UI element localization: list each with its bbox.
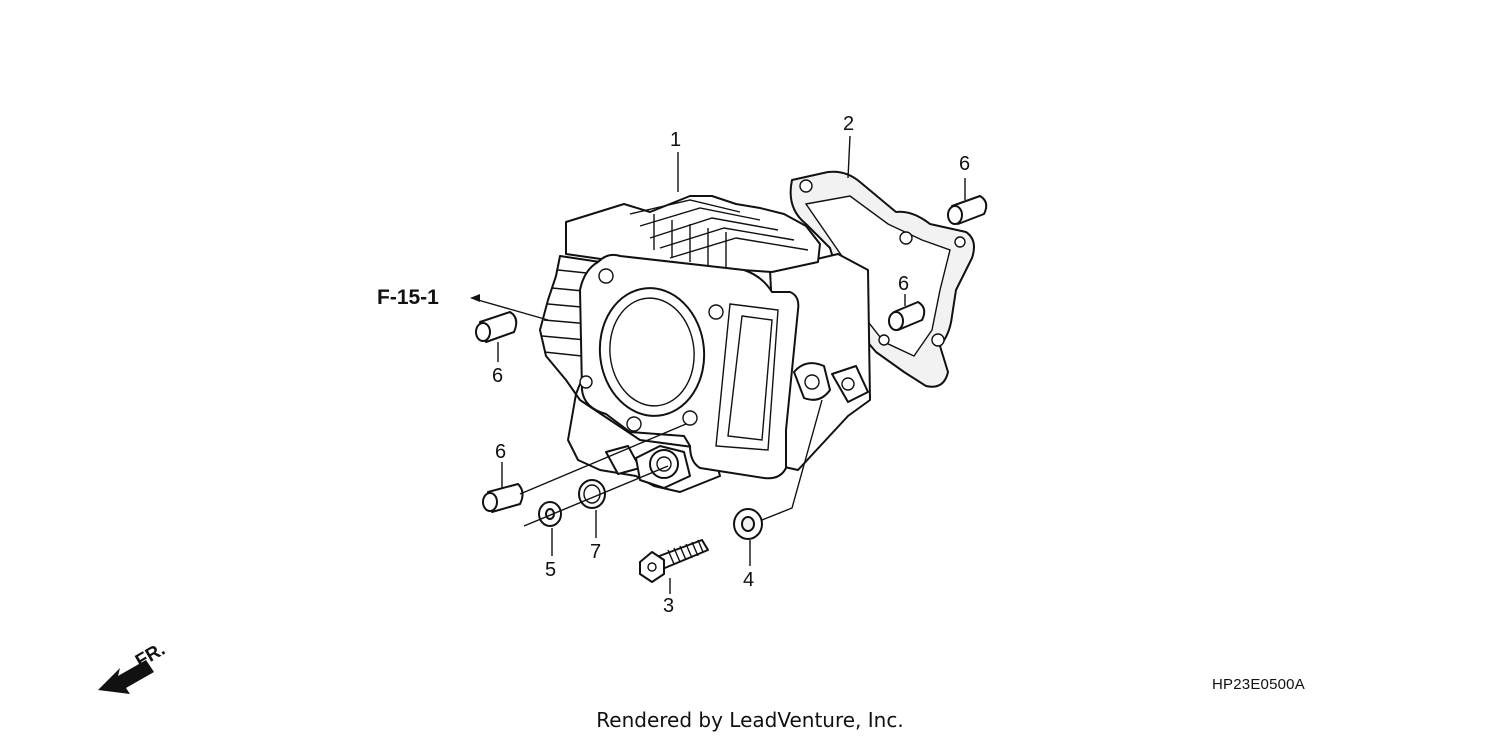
footer-credit: Rendered by LeadVenture, Inc. (596, 708, 904, 732)
callout-7: 7 (590, 541, 601, 563)
reference-label[interactable]: F-15-1 (377, 286, 439, 309)
callout-6-top-right: 6 (959, 153, 970, 175)
dowel-pin-top-right[interactable] (947, 195, 988, 225)
callout-6-left: 6 (492, 365, 503, 387)
bolt-3[interactable] (639, 539, 709, 583)
front-direction-arrow: FR. (98, 639, 169, 694)
washer-4[interactable] (733, 508, 763, 540)
callout-3: 3 (663, 595, 674, 617)
diagram-code: HP23E0500A (1212, 676, 1305, 693)
callout-4: 4 (743, 569, 754, 591)
dowel-pin-middle-right[interactable] (888, 301, 926, 331)
callout-5: 5 (545, 559, 556, 581)
callout-2: 2 (843, 113, 854, 135)
dowel-pin-left[interactable] (475, 311, 518, 343)
washer-5[interactable] (538, 501, 562, 527)
callout-1: 1 (670, 129, 681, 151)
leader-lines (470, 135, 966, 594)
cylinder-body[interactable] (539, 195, 871, 493)
callout-6-lower-left: 6 (495, 441, 506, 463)
reference-arrowhead (470, 294, 480, 302)
dowel-pin-lower-left[interactable] (482, 483, 524, 513)
callout-6-middle-right: 6 (898, 273, 909, 295)
